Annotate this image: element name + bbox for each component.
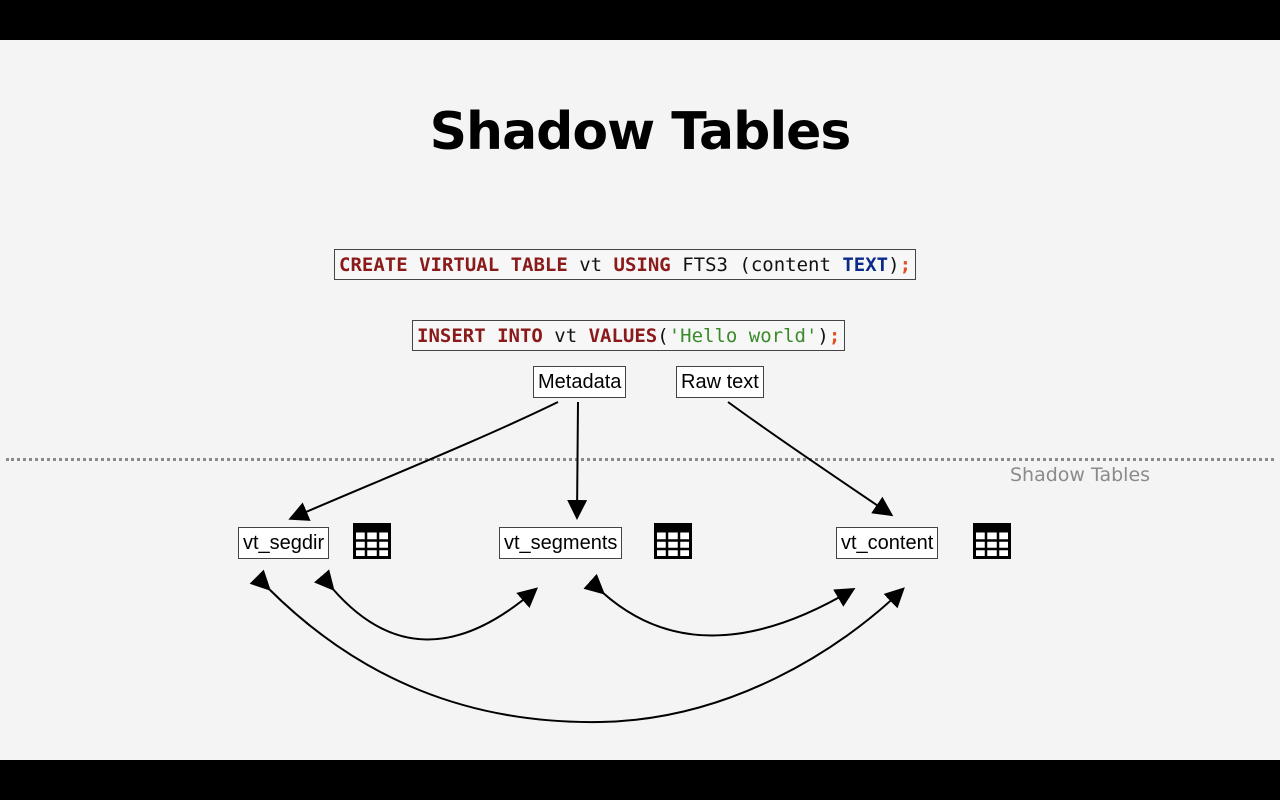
raw-text-label: Raw text (676, 366, 764, 398)
insert-open-paren: ( (657, 325, 669, 347)
table-vt-segdir: vt_segdir (238, 527, 330, 559)
values-keyword: VALUES (588, 325, 658, 347)
insert-semicolon: ; (828, 325, 841, 347)
shadow-tables-label: Shadow Tables (1010, 464, 1151, 486)
create-module-args: FTS3 (content (670, 254, 843, 276)
using-keyword: USING (613, 254, 671, 276)
create-statement: CREATE VIRTUAL TABLE vt USING FTS3 (cont… (334, 249, 917, 280)
slide: Shadow Tables CREATE VIRTUAL TABLE vt US… (0, 40, 1280, 760)
metadata-label: Metadata (533, 366, 627, 398)
arrow-rawtext-to-content (727, 401, 894, 517)
create-close-paren: ) (888, 254, 900, 276)
arrow-segdir-content (249, 569, 905, 724)
arrow-segdir-segments (313, 569, 539, 641)
relationship-arrows (249, 401, 905, 724)
arrow-metadata-to-segdir (288, 401, 559, 521)
insert-statement: INSERT INTO vt VALUES('Hello world'); (412, 320, 846, 351)
slide-title: Shadow Tables (429, 102, 852, 162)
arrow-metadata-to-segments (567, 401, 588, 520)
table-grid-icon (353, 523, 391, 559)
insert-table-name: vt (542, 325, 589, 347)
arrow-segments-content (583, 573, 856, 637)
table-grid-icon (654, 523, 692, 559)
insert-string: 'Hello world' (668, 325, 818, 347)
shadow-tables-divider (6, 458, 1274, 461)
create-semicolon: ; (899, 254, 912, 276)
text-type: TEXT (842, 254, 889, 276)
create-table-name: vt (567, 254, 614, 276)
table-vt-content: vt_content (836, 527, 939, 559)
table-grid-icon (973, 523, 1011, 559)
insert-close-paren: ) (817, 325, 829, 347)
table-vt-segments: vt_segments (499, 527, 623, 559)
insert-keyword: INSERT INTO (417, 325, 543, 347)
create-keyword: CREATE VIRTUAL TABLE (339, 254, 568, 276)
